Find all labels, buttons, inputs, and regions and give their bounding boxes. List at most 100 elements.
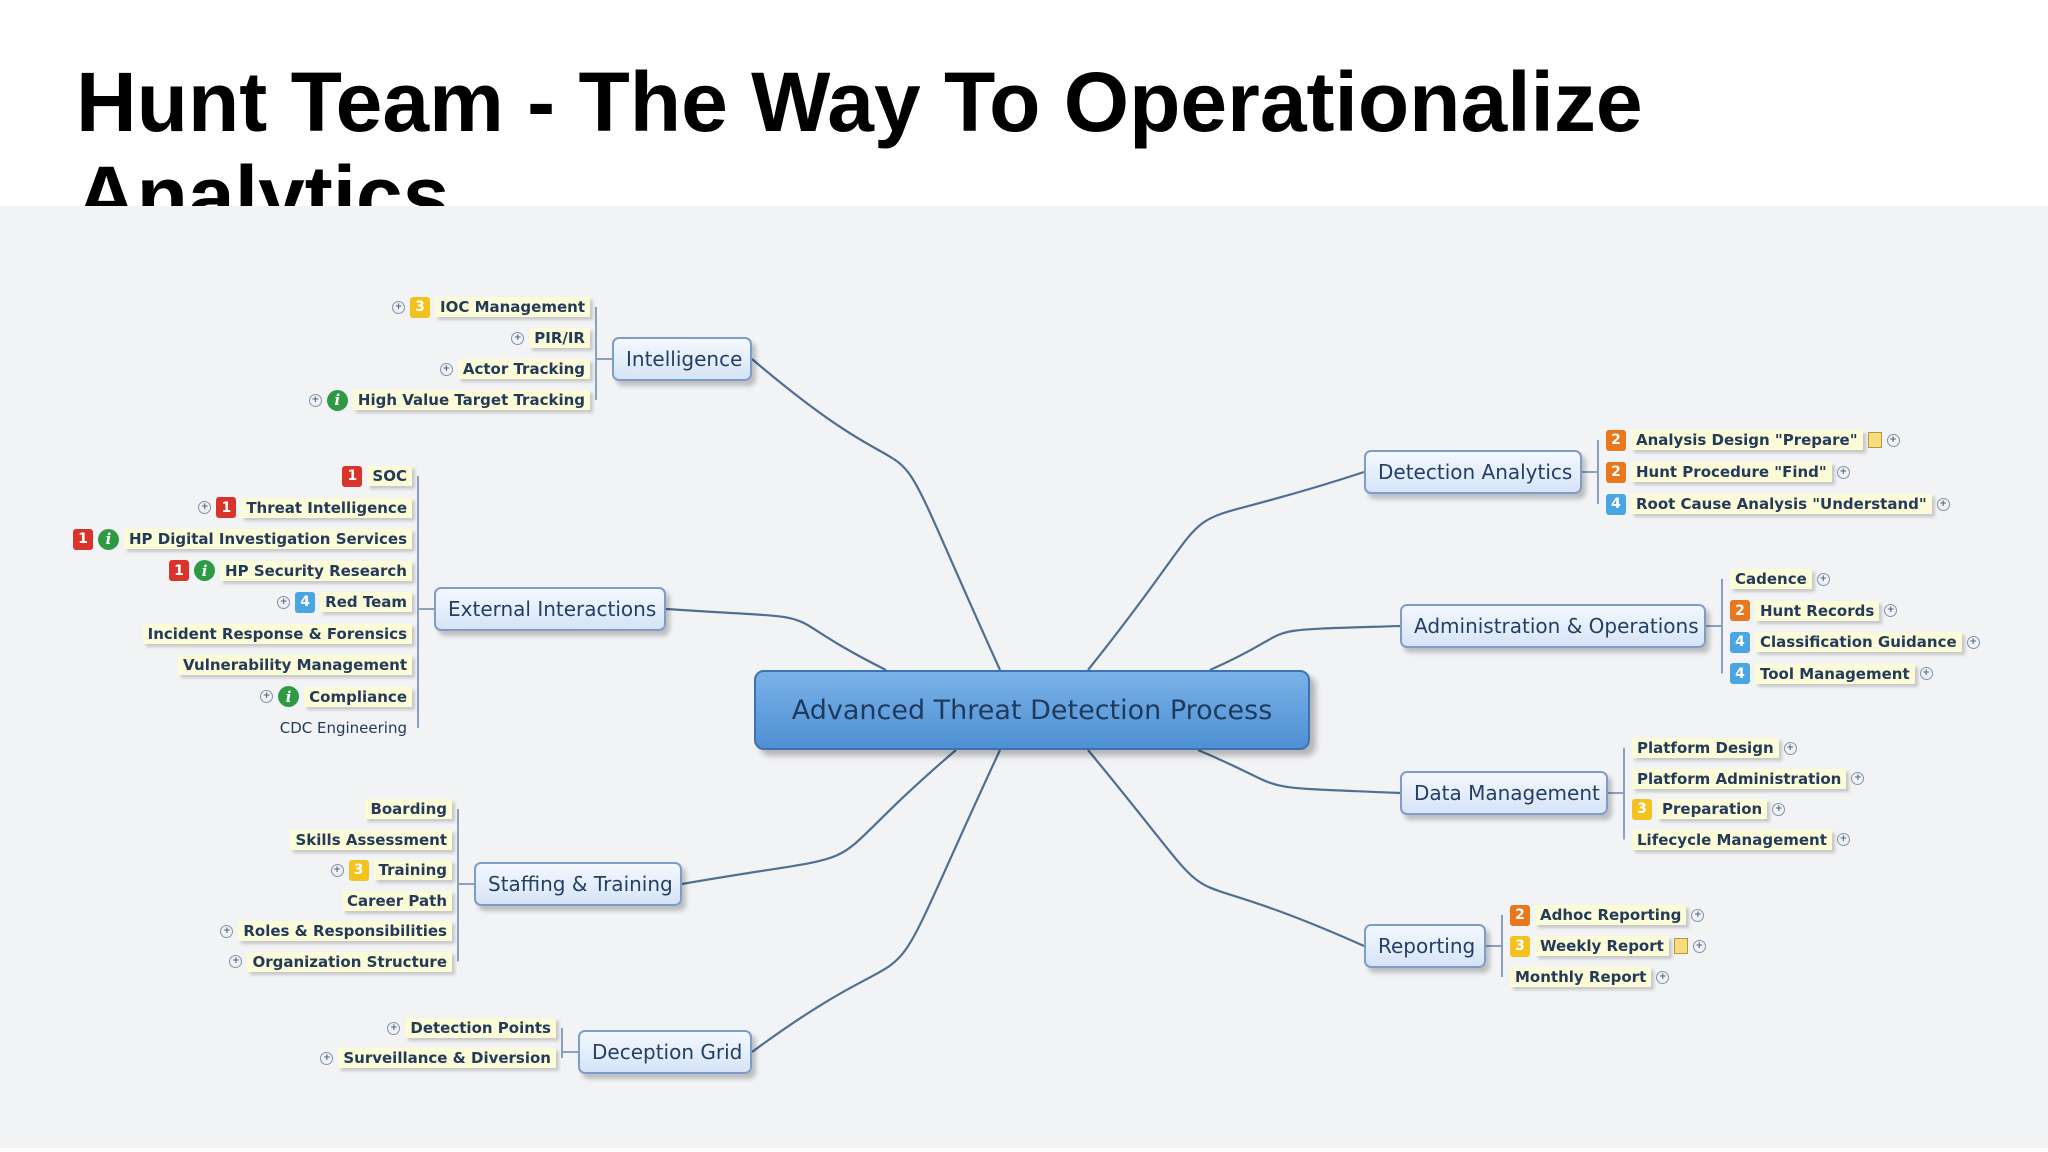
subtopic-label: Skills Assessment <box>290 829 452 850</box>
slide-bottom-band <box>0 1148 2048 1152</box>
bracket-staffing-training <box>457 809 474 962</box>
subtopic-label: Weekly Report <box>1535 936 1669 956</box>
subtopic-actor-tracking[interactable]: +Actor Tracking <box>439 357 590 381</box>
expand-icon[interactable]: + <box>439 362 453 376</box>
subtopic-platform-administration[interactable]: Platform Administration+ <box>1632 767 1865 791</box>
priority-badge-icon: 2 <box>1730 600 1750 621</box>
expand-icon[interactable]: + <box>387 1021 401 1035</box>
subtopic-surveillance-diversion[interactable]: + Surveillance & Diversion <box>320 1046 556 1070</box>
subtopic-label: Compliance <box>304 686 412 707</box>
subtopic-cdc-engineering[interactable]: CDC Engineering <box>275 716 412 740</box>
subtopic-platform-design[interactable]: Platform Design+ <box>1632 736 1797 760</box>
expand-icon[interactable]: + <box>392 300 406 314</box>
connector-external-interactions <box>665 607 887 671</box>
subtopic-label: Classification Guidance <box>1755 632 1962 652</box>
expand-icon[interactable]: + <box>1836 465 1850 479</box>
expand-icon[interactable]: + <box>308 393 322 407</box>
connector-deception-grid <box>751 749 1001 1053</box>
expand-icon[interactable]: + <box>277 595 291 609</box>
subtopic-monthly-report[interactable]: Monthly Report+ <box>1510 965 1670 989</box>
page-title: Hunt Team - The Way To Operationalize An… <box>76 55 1643 206</box>
expand-icon[interactable]: + <box>1783 741 1797 755</box>
expand-icon[interactable]: + <box>1886 433 1900 447</box>
branch-topic-administration-operations[interactable]: Administration & Operations <box>1400 604 1706 648</box>
subtopic-label: Surveillance & Diversion <box>338 1048 556 1068</box>
subtopic-organization-structure[interactable]: +Organization Structure <box>229 950 452 974</box>
subtopic-roles-responsibilities[interactable]: +Roles & Responsibilities <box>220 919 452 943</box>
subtopic-incident-response-forensics[interactable]: Incident Response & Forensics <box>142 622 412 646</box>
expand-icon[interactable]: + <box>229 955 243 968</box>
expand-icon[interactable]: + <box>1884 604 1898 617</box>
branch-topic-reporting[interactable]: Reporting <box>1364 924 1486 968</box>
subtopic-pir-ir[interactable]: +PIR/IR <box>511 326 590 350</box>
expand-icon[interactable]: + <box>1772 802 1786 816</box>
mind-map-connectors <box>417 307 1723 1058</box>
expand-icon[interactable]: + <box>1816 572 1830 586</box>
branch-topic-staffing-training[interactable]: Staffing & Training <box>474 862 682 906</box>
expand-icon[interactable]: + <box>260 690 274 703</box>
expand-icon[interactable]: + <box>1691 908 1705 922</box>
subtopic-cadence[interactable]: Cadence + <box>1730 567 1830 591</box>
priority-badge-icon: 4 <box>1730 631 1750 653</box>
subtopic-label: Cadence <box>1730 569 1812 589</box>
note-icon[interactable] <box>1673 938 1688 954</box>
subtopic-label: High Value Target Tracking <box>352 390 590 410</box>
expand-icon[interactable]: + <box>320 1051 334 1065</box>
bracket-data-management <box>1608 748 1625 840</box>
slide-title-area: Hunt Team - The Way To Operationalize An… <box>0 0 2048 206</box>
mind-map-canvas: Advanced Threat Detection Process Intell… <box>0 206 2048 1152</box>
subtopic-lifecycle-management[interactable]: Lifecycle Management + <box>1632 828 1850 852</box>
subtopic-boarding[interactable]: Boarding <box>365 797 452 821</box>
expand-icon[interactable]: + <box>1919 667 1933 680</box>
info-icon: i <box>326 389 348 411</box>
expand-icon[interactable]: + <box>1692 939 1706 953</box>
subtopic-detection-points[interactable]: +Detection Points <box>387 1016 556 1040</box>
subtopic-label: Lifecycle Management <box>1632 829 1832 850</box>
branch-topic-external-interactions[interactable]: External Interactions <box>434 587 666 631</box>
bracket-administration-operations <box>1706 579 1723 674</box>
subtopic-skills-assessment[interactable]: Skills Assessment <box>290 828 452 852</box>
central-topic[interactable]: Advanced Threat Detection Process <box>754 670 1310 750</box>
expand-icon[interactable]: + <box>1936 497 1950 511</box>
subtopic-label: Analysis Design "Prepare" <box>1631 430 1863 450</box>
expand-icon[interactable]: + <box>198 501 212 514</box>
priority-badge-icon: 2 <box>1606 429 1626 451</box>
branch-topic-intelligence[interactable]: Intelligence <box>612 337 752 381</box>
expand-icon[interactable]: + <box>220 924 234 938</box>
subtopic-label: Tool Management <box>1755 663 1915 684</box>
expand-icon[interactable]: + <box>1836 833 1850 846</box>
branch-topic-detection-analytics[interactable]: Detection Analytics <box>1364 450 1582 494</box>
expand-icon[interactable]: + <box>1851 772 1865 785</box>
priority-badge-icon: 3 <box>348 859 369 881</box>
subtopic-label: Hunt Procedure "Find" <box>1631 462 1832 482</box>
subtopic-vulnerability-management[interactable]: Vulnerability Management <box>177 653 412 677</box>
expand-icon[interactable]: + <box>511 331 525 345</box>
priority-badge-icon: 4 <box>1606 493 1626 515</box>
note-icon[interactable] <box>1867 432 1882 448</box>
subtopic-career-path[interactable]: Career Path <box>341 889 452 913</box>
branch-topic-deception-grid[interactable]: Deception Grid <box>578 1030 752 1074</box>
expand-icon[interactable]: + <box>1966 635 1980 649</box>
subtopic-label: IOC Management <box>435 297 590 317</box>
expand-icon[interactable]: + <box>1656 970 1670 984</box>
branch-topic-data-management[interactable]: Data Management <box>1400 771 1608 815</box>
expand-icon[interactable]: + <box>330 863 344 877</box>
